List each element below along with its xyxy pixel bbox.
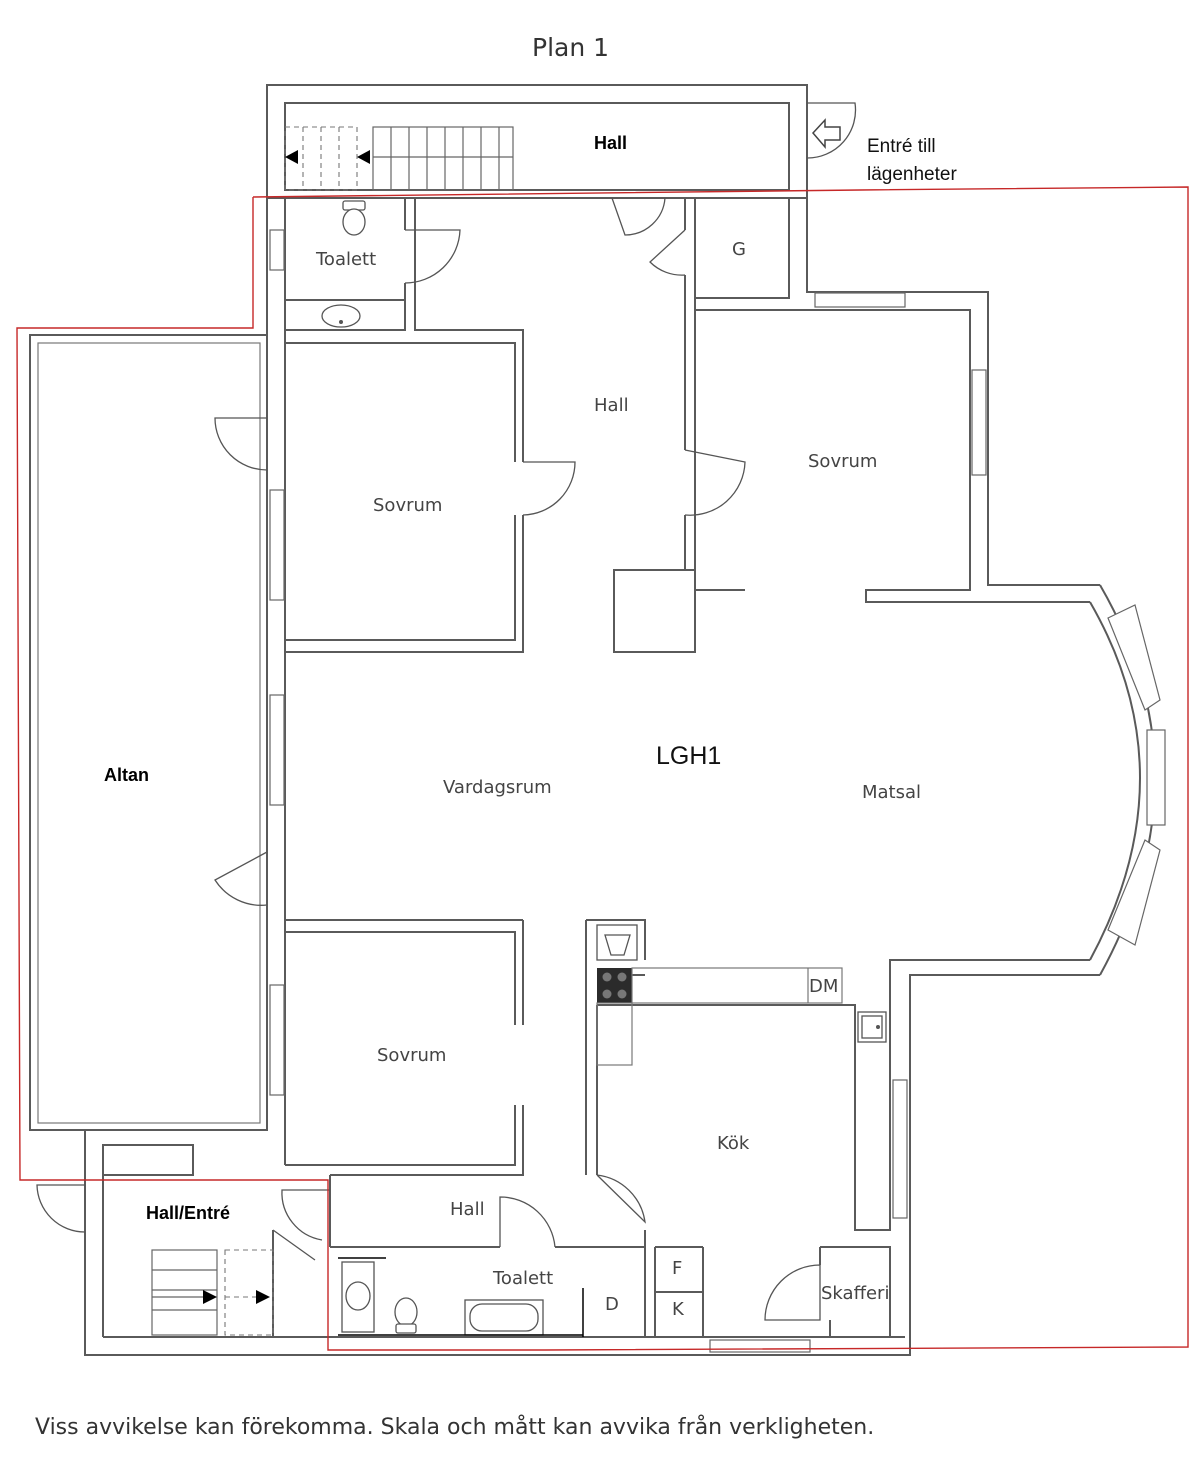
room-label-hall-bottom: Hall bbox=[450, 1199, 485, 1220]
room-labels: Hall Entré till lägenheter Toalett G Hal… bbox=[104, 133, 957, 1320]
sink-top-icon bbox=[321, 304, 361, 328]
bay-window-wall bbox=[1089, 584, 1166, 976]
apartment-label: LGH1 bbox=[656, 742, 721, 770]
room-label-hall-center: Hall bbox=[594, 395, 629, 416]
stairs-top bbox=[284, 126, 514, 191]
room-label-hall-entre: Hall/Entré bbox=[146, 1203, 230, 1223]
kitchen-sink-icon bbox=[857, 1011, 887, 1043]
room-label-sovrum-left: Sovrum bbox=[373, 495, 442, 516]
room-label-matsal: Matsal bbox=[862, 782, 921, 803]
room-label-sovrum-bottom: Sovrum bbox=[377, 1045, 446, 1066]
plan-title: Plan 1 bbox=[532, 33, 609, 62]
room-label-g: G bbox=[732, 239, 746, 260]
room-label-vardagsrum: Vardagsrum bbox=[443, 777, 552, 798]
chimney-icon bbox=[596, 924, 638, 961]
entrance-label-line1: Entré till bbox=[867, 136, 936, 157]
room-label-f: F bbox=[672, 1258, 682, 1279]
entrance-arrow-icon bbox=[811, 118, 841, 150]
outer-walls bbox=[29, 84, 1100, 1356]
room-label-kok: Kök bbox=[717, 1133, 750, 1154]
doors bbox=[36, 102, 857, 1321]
kitchen-counter bbox=[596, 967, 843, 1066]
room-label-skafferi: Skafferi bbox=[821, 1283, 889, 1304]
stairs-bottom bbox=[151, 1249, 274, 1336]
entrance-label-line2: lägenheter bbox=[867, 164, 957, 185]
apartment-boundary bbox=[16, 186, 1189, 1351]
bathroom-fixtures bbox=[338, 1257, 584, 1337]
room-label-dm: DM bbox=[809, 976, 838, 997]
disclaimer-note: Viss avvikelse kan förekomma. Skala och … bbox=[35, 1414, 874, 1440]
room-label-d: D bbox=[605, 1294, 619, 1315]
room-label-k: K bbox=[672, 1299, 685, 1320]
toilet-top-icon bbox=[342, 200, 366, 236]
stove-icon bbox=[597, 968, 632, 1003]
room-label-hall-top: Hall bbox=[594, 133, 627, 153]
room-label-altan: Altan bbox=[104, 765, 149, 785]
interior-walls bbox=[272, 197, 891, 1337]
room-label-toalett-top: Toalett bbox=[315, 249, 376, 270]
room-label-sovrum-right: Sovrum bbox=[808, 451, 877, 472]
room-label-toalett-bottom: Toalett bbox=[492, 1268, 553, 1289]
